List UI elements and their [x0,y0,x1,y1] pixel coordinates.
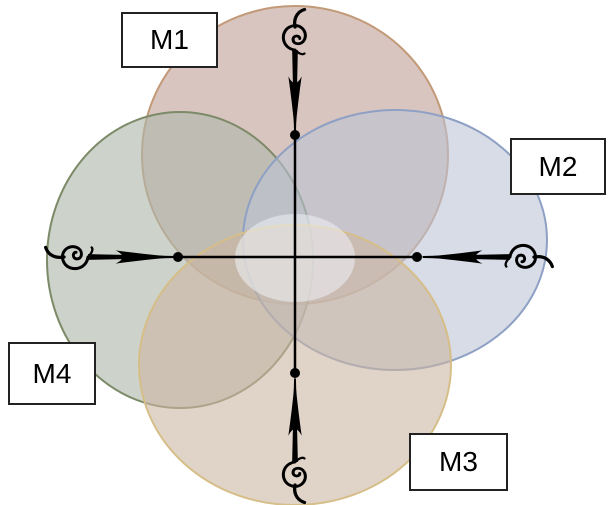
label-m3: M3 [409,433,508,491]
axis-dot-bottom [290,368,300,378]
label-m3-text: M3 [439,446,478,478]
axis-dot-right [412,252,422,262]
label-m1: M1 [121,12,218,68]
label-m4: M4 [8,342,96,405]
label-m2: M2 [510,138,606,195]
label-m2-text: M2 [539,151,578,183]
label-m4-text: M4 [33,358,72,390]
label-m1-text: M1 [150,24,189,56]
